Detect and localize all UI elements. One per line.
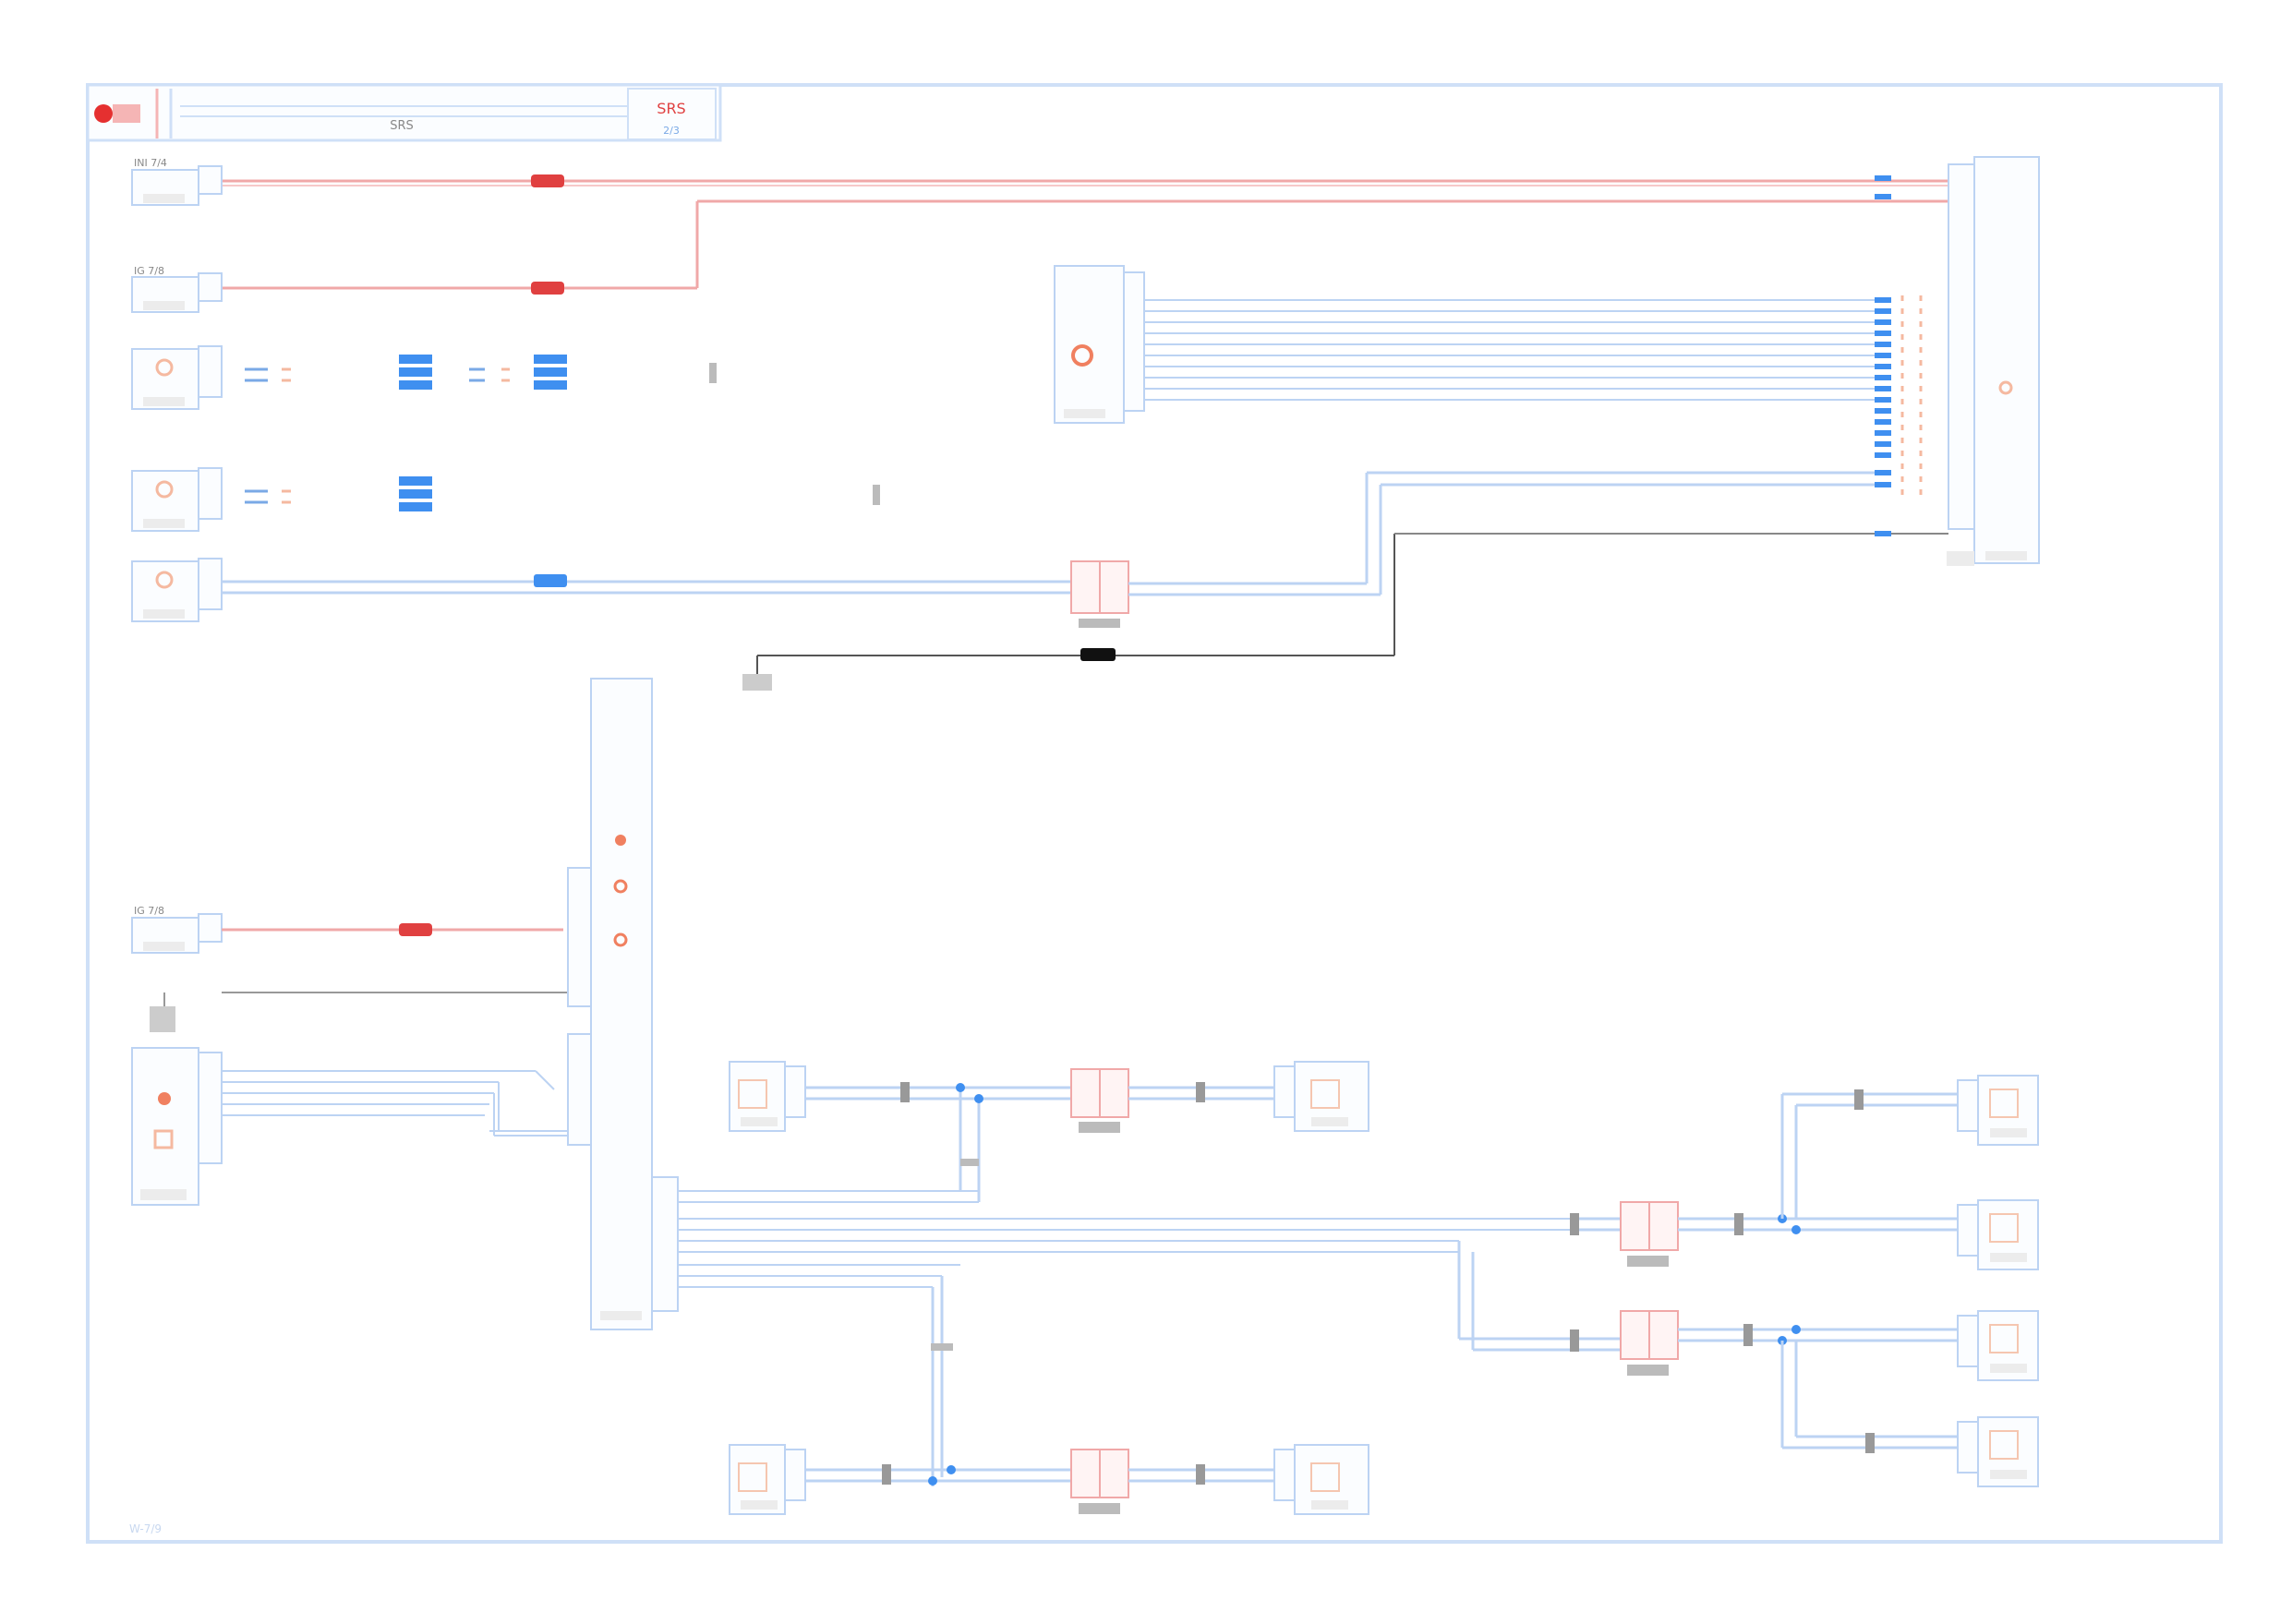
- connector-icon: [534, 574, 567, 587]
- harness-main-lower: [678, 1089, 1621, 1486]
- sensor-icon: [155, 571, 174, 589]
- power-wire-1: [222, 174, 1948, 187]
- fuse-label-3: IG 7/8: [134, 905, 164, 917]
- fuse-icon: [399, 923, 432, 936]
- bus-lines-top: [1144, 299, 1875, 401]
- ground-icon: [742, 674, 772, 691]
- module-right-main: [1875, 156, 2040, 566]
- right-sensor-4: [1957, 1416, 2039, 1487]
- module-center-vertical: [567, 678, 679, 1330]
- sensor-icon: [155, 480, 174, 499]
- module-top-center: [1054, 265, 1145, 424]
- power-wire-2: [222, 199, 1948, 295]
- sensor-box-2: [131, 467, 880, 532]
- connector-icon: [534, 355, 567, 364]
- page-reference: W-7/9: [129, 1522, 162, 1535]
- fuse-box-2: IG 7/8: [131, 265, 223, 313]
- right-splice-upper: [1570, 1089, 1958, 1267]
- fuse-label-1: INI 7/4: [134, 157, 167, 169]
- module-icon: [158, 1092, 171, 1105]
- right-connector-pins: [1875, 175, 1891, 536]
- ground-icon: [150, 1006, 175, 1032]
- fuse-box-3: IG 7/8: [131, 905, 568, 1032]
- sensor-box-1: [131, 345, 717, 410]
- module-left-lower: [131, 1047, 568, 1206]
- sensor-icon: [155, 358, 174, 377]
- ground-wire: [742, 533, 1948, 691]
- header-badge-sub: 2/3: [663, 125, 680, 137]
- splice-connector-a: [1070, 471, 1875, 628]
- header-bar: SRS SRS 2/3: [86, 83, 722, 142]
- connector-icon: [399, 355, 432, 364]
- fuse-icon: [531, 174, 564, 187]
- fuse-box-1: INI 7/4: [131, 157, 223, 206]
- header-badge: SRS: [657, 100, 685, 117]
- header-title: SRS: [390, 119, 414, 133]
- connector-icon: [399, 476, 432, 486]
- fuse-icon: [531, 282, 564, 295]
- module-icon: [615, 835, 626, 846]
- page-frame: [86, 83, 2223, 1544]
- sensor-box-3: [131, 558, 1071, 622]
- module-icon: [1998, 380, 2013, 395]
- right-sensor-1: [1957, 1075, 2039, 1146]
- power-indicator-icon: [94, 104, 113, 123]
- right-sensor-2: [1957, 1199, 2039, 1270]
- module-icon: [1071, 344, 1093, 367]
- sensor-row-upper: [729, 1061, 1369, 1133]
- sensor-row-lower: [729, 1444, 1369, 1515]
- right-sensor-3: [1957, 1310, 2039, 1381]
- right-splice-lower: [1570, 1310, 1958, 1453]
- fuse-label-2: IG 7/8: [134, 265, 164, 277]
